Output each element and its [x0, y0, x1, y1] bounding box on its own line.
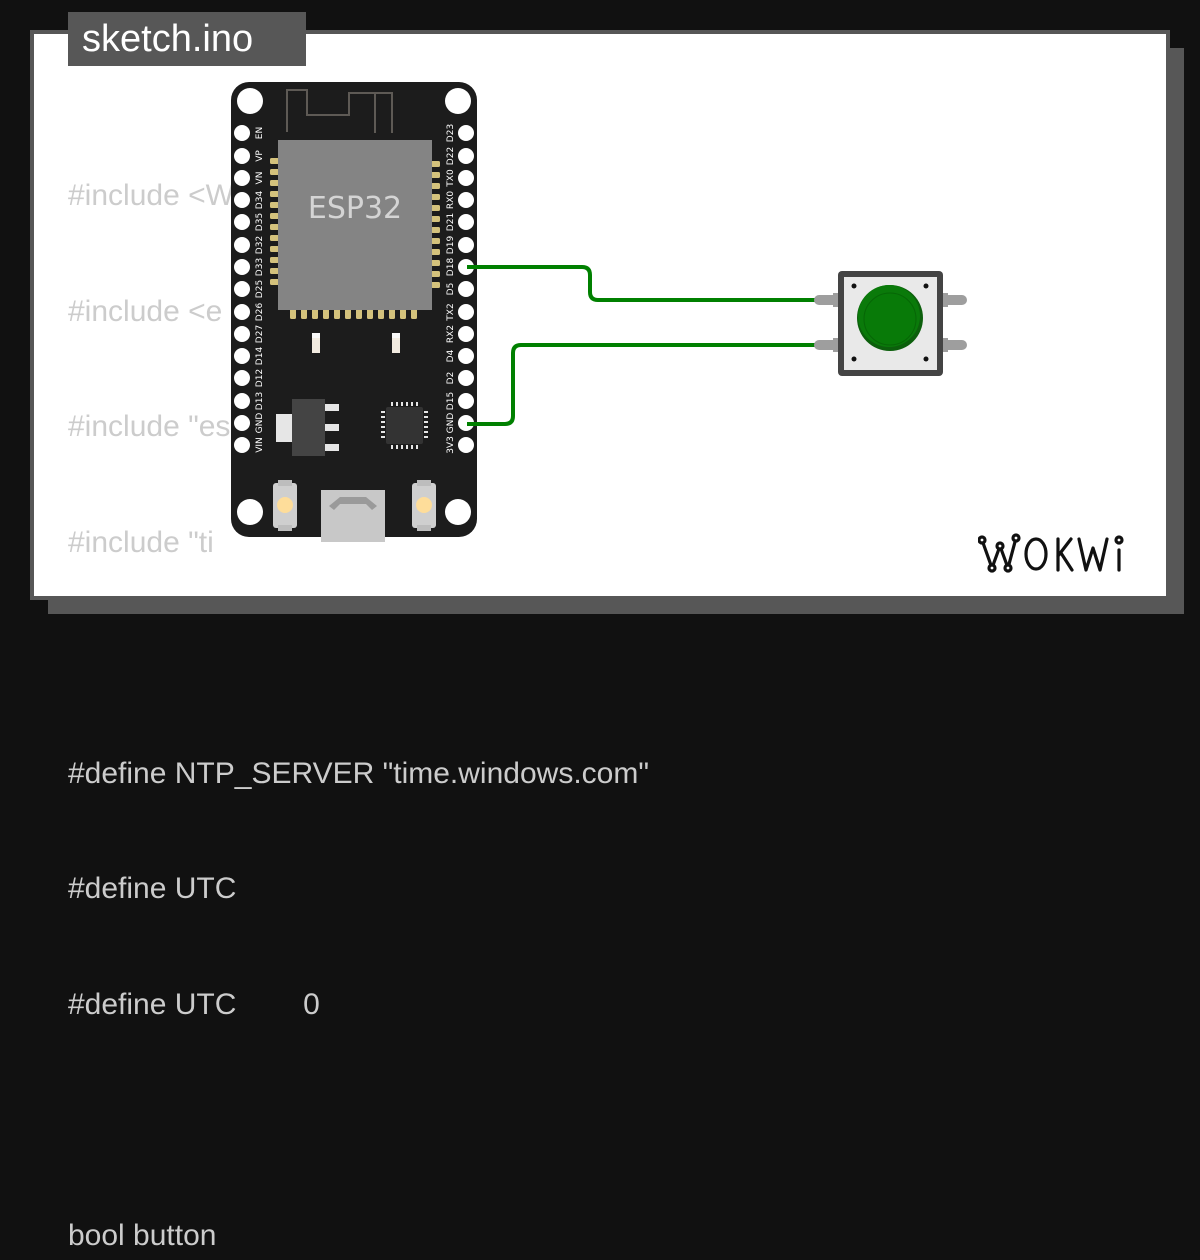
preview-card — [30, 30, 1170, 600]
code-line: #include <W — [68, 179, 234, 212]
file-tab[interactable]: sketch.ino — [68, 12, 306, 66]
pin-label: VIN — [255, 437, 265, 453]
pin-label: D34 — [255, 191, 265, 210]
code-line — [68, 1101, 649, 1140]
code-line — [68, 639, 649, 678]
pin-label: TX2 — [446, 303, 456, 321]
mounting-hole — [445, 88, 471, 114]
mounting-hole — [445, 499, 471, 525]
code-line: #define UTC — [68, 872, 237, 905]
pin-label: GND — [446, 413, 456, 434]
boot-button[interactable] — [412, 480, 436, 531]
circuit-diagram: ESP32 — [231, 82, 967, 542]
code-line: #define NTP_SERVER "time.windows.com" — [68, 756, 649, 790]
mounting-hole — [237, 88, 263, 114]
pin-label: VN — [255, 172, 265, 185]
pin-label: D27 — [255, 325, 265, 343]
usb-uart-chip — [381, 402, 428, 449]
file-tab-label: sketch.ino — [82, 18, 254, 60]
code-line: #define UTC 0 — [68, 987, 320, 1021]
code-line: #include "es — [68, 410, 231, 443]
code-line: #include "ti — [68, 525, 214, 559]
code-line: #include <e — [68, 294, 223, 328]
pin-label: D33 — [255, 258, 265, 276]
pin-label: D32 — [255, 236, 265, 254]
pin-label: D19 — [446, 236, 456, 255]
esp32-board[interactable]: ESP32 — [231, 82, 477, 542]
left-pin-labels: EN VP VN D34 D35 D32 D33 D25 D26 D27 D14… — [255, 127, 265, 453]
pin-label: D23 — [446, 124, 456, 142]
pin-label: VP — [255, 150, 265, 162]
pin-label: D25 — [255, 280, 265, 298]
voltage-regulator — [276, 399, 339, 456]
chip-pads — [270, 158, 440, 319]
code-line: bool button — [68, 1218, 217, 1252]
pin-label: D15 — [446, 392, 456, 410]
pin-label: D14 — [255, 347, 265, 366]
pin-label: D22 — [446, 147, 456, 165]
pin-label: D4 — [446, 349, 456, 362]
usb-port — [321, 490, 385, 542]
wire-d18-to-button[interactable] — [467, 265, 816, 302]
pin-label: RX2 — [446, 325, 456, 343]
pin-label: GND — [255, 413, 265, 434]
pin-label: D2 — [446, 372, 456, 385]
smd-led — [392, 333, 400, 353]
pin-label: D5 — [446, 283, 456, 296]
pin-label: D12 — [255, 369, 265, 387]
logo-text: WOKWI — [978, 530, 982, 531]
chip-label: ESP32 — [308, 191, 402, 226]
pin-label: D18 — [446, 258, 456, 277]
pin-label: D13 — [255, 392, 265, 410]
pin-label: 3V3 — [446, 436, 456, 454]
pin-label: RX0 — [446, 191, 456, 209]
en-button[interactable] — [273, 480, 297, 531]
pin-label: EN — [255, 127, 265, 139]
right-pin-header — [458, 125, 474, 453]
right-pin-labels: D23 D22 TX0 RX0 D21 D19 D18 D5 TX2 RX2 D… — [446, 124, 456, 454]
wire-gnd-to-button[interactable] — [467, 343, 816, 426]
wokwi-logo: WOKWI — [978, 530, 1124, 573]
antenna-trace — [286, 89, 393, 133]
pin-label: D26 — [255, 303, 265, 322]
left-pin-header — [234, 125, 250, 453]
pin-label: D35 — [255, 213, 265, 231]
mounting-hole — [237, 499, 263, 525]
smd-led — [312, 333, 320, 353]
esp32-chip — [278, 140, 432, 310]
pin-label: D21 — [446, 213, 456, 231]
pushbutton[interactable] — [814, 271, 967, 376]
pin-label: TX0 — [446, 169, 456, 188]
